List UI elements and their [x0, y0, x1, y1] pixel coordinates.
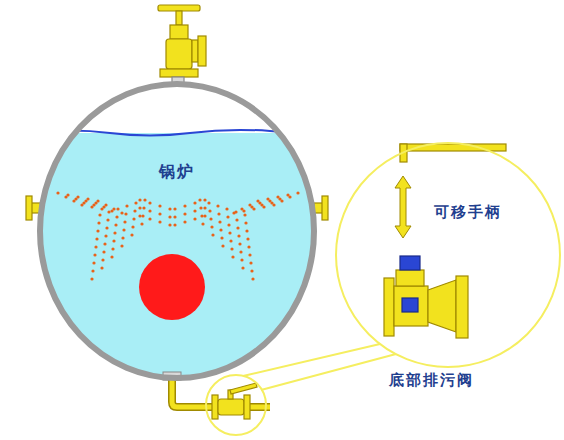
side-fittings: [26, 196, 328, 220]
node-outline: [336, 143, 560, 367]
node-label: 底部排污阀: [389, 371, 474, 390]
top-valve: [158, 5, 206, 87]
furnace: [139, 254, 205, 320]
node-outline: [40, 84, 314, 378]
callout-leader: [243, 344, 396, 390]
blowdown-valve: [384, 256, 468, 338]
callout-circle: 可移手柄底部排污阀: [336, 143, 560, 367]
drain-pipe: [163, 372, 270, 435]
boiler-shell: 锅炉: [40, 84, 314, 378]
double-arrow: [395, 176, 411, 238]
node-label: 可移手柄: [434, 203, 502, 222]
node-label: 锅炉: [159, 162, 195, 183]
